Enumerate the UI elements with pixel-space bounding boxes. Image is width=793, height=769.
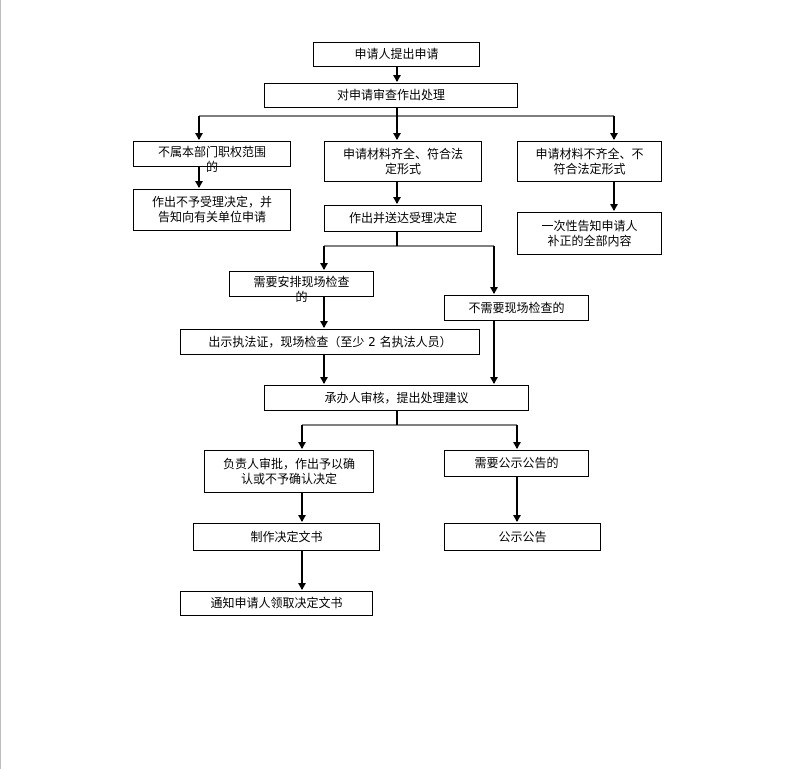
node-accepted-label: 作出并送达受理决定 [348, 211, 457, 225]
node-review: 对申请审查作出处理 [264, 83, 518, 108]
node-need-inspection-label: 需要安排现场检查 的 [253, 275, 350, 304]
node-materials-incomplete: 申请材料不齐全、不 符合法定形式 [517, 141, 662, 182]
node-show-credentials-label: 出示执法证，现场检查（至少 2 名执法人员） [208, 334, 452, 349]
node-materials-ok: 申请材料齐全、符合法 定形式 [324, 141, 482, 182]
node-notify-collect: 通知申请人领取决定文书 [180, 591, 373, 616]
node-handler-review-label: 承办人审核，提出处理建议 [324, 390, 469, 405]
node-out-of-scope: 不属本部门职权范围 的 [133, 141, 291, 174]
node-materials-ok-label: 申请材料齐全、符合法 定形式 [342, 146, 463, 176]
page-edge [0, 0, 1, 769]
node-need-publicity: 需要公示公告的 [444, 450, 589, 477]
node-apply: 申请人提出申请 [313, 42, 480, 67]
node-show-credentials: 出示执法证，现场检查（至少 2 名执法人员） [180, 329, 480, 355]
node-notify-collect-label: 通知申请人领取决定文书 [210, 596, 343, 610]
node-handler-review: 承办人审核，提出处理建议 [264, 385, 529, 411]
node-need-publicity-label: 需要公示公告的 [474, 456, 559, 470]
node-make-decision: 制作决定文书 [193, 523, 380, 551]
node-apply-label: 申请人提出申请 [354, 47, 439, 61]
node-no-inspection-label: 不需要现场检查的 [468, 300, 565, 315]
node-not-accepted: 作出不予受理决定，并 告知向有关单位申请 [133, 189, 291, 231]
node-out-of-scope-label: 不属本部门职权范围 的 [157, 145, 266, 174]
node-publicity-label: 公示公告 [498, 529, 547, 544]
node-notify-supplement: 一次性告知申请人 补正的全部内容 [517, 212, 662, 255]
node-no-inspection: 不需要现场检查的 [444, 295, 589, 321]
node-notify-supplement-label: 一次性告知申请人 补正的全部内容 [541, 218, 638, 248]
node-review-label: 对申请审查作出处理 [336, 88, 445, 102]
node-need-inspection: 需要安排现场检查 的 [229, 271, 374, 304]
node-materials-incomplete-label: 申请材料不齐全、不 符合法定形式 [535, 146, 644, 176]
node-not-accepted-label: 作出不予受理决定，并 告知向有关单位申请 [151, 195, 272, 224]
node-approval: 负责人审批，作出予以确 认或不予确认决定 [204, 450, 374, 493]
node-publicity: 公示公告 [444, 523, 601, 551]
node-approval-label: 负责人审批，作出予以确 认或不予确认决定 [222, 456, 355, 486]
node-accepted: 作出并送达受理决定 [324, 205, 482, 232]
node-make-decision-label: 制作决定文书 [250, 529, 323, 544]
